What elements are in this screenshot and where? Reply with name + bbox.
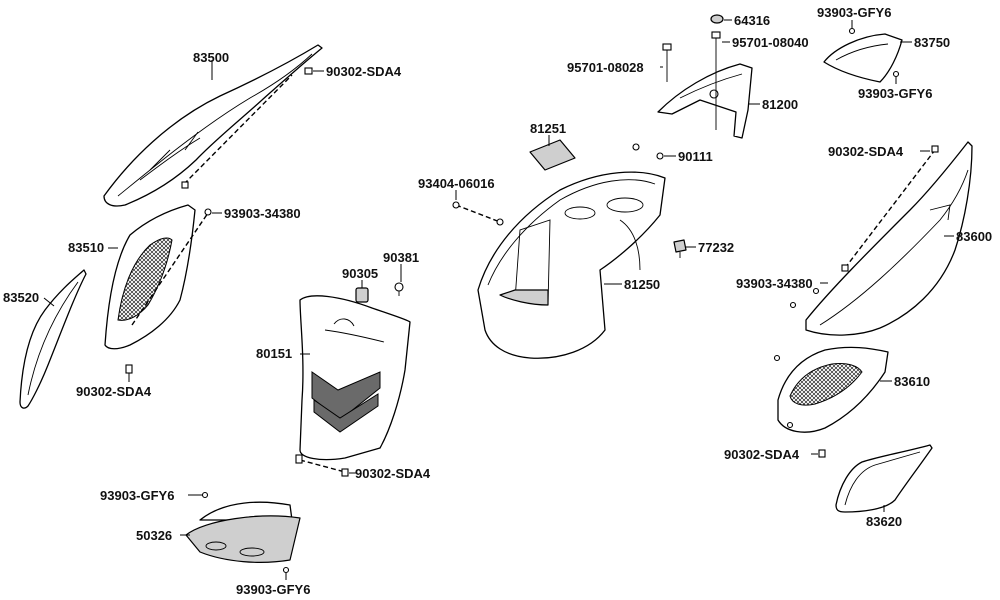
clip-90302-right-top [931,145,939,153]
label-81200: 81200 [762,97,798,112]
part-80151-inner-cover [299,295,411,461]
part-83620-side-piece [835,444,933,513]
screw-93903-34380-b2 [789,301,797,309]
label-93903-gfy6-a: 93903-GFY6 [100,488,174,503]
label-83520: 83520 [3,290,39,305]
label-90302-sda4-a: 90302-SDA4 [326,64,402,79]
label-83750: 83750 [914,35,950,50]
label-64316: 64316 [734,13,770,28]
label-83500: 83500 [193,50,229,65]
fastener-line-83510 [131,212,209,326]
part-83520-side-strip [19,269,87,409]
label-81251: 81251 [530,121,566,136]
screw-93903-gfy6-a [201,491,209,499]
clip-90302-right-bottom [818,449,826,458]
bolt-93404-06016 [452,201,460,209]
screw-93903-gfy6-b [282,566,290,574]
screw-93903-gfy6-c [848,27,856,35]
label-90305: 90305 [342,266,378,281]
label-90302-sda4-c: 90302-SDA4 [355,466,431,481]
label-93903-34380-b: 93903-34380 [736,276,813,291]
screw-83610-a [773,354,781,362]
bolt-95701-08040 [711,31,721,130]
label-90302-sda4-b: 90302-SDA4 [76,384,152,399]
clip-90302-lower-left [125,364,133,374]
clip-90302-top [304,67,313,75]
label-80151: 80151 [256,346,292,361]
label-83610: 83610 [894,374,930,389]
label-93903-gfy6-d: 93903-GFY6 [858,86,932,101]
label-77232: 77232 [698,240,734,255]
part-77232-lock [673,239,687,258]
part-83510-side-panel [104,204,196,350]
part-50326-lower-panel [185,501,301,563]
part-81251-lid [529,139,576,171]
screw-90111 [656,152,664,160]
label-93903-gfy6-b: 93903-GFY6 [236,582,310,597]
label-95701-08028: 95701-08028 [567,60,644,75]
fastener-line-83600 [844,149,936,269]
label-95701-08040: 95701-08040 [732,35,809,50]
screw-90111-b [632,143,640,151]
part-81250-helmet-box [477,171,666,359]
bolt-93404-06016-end [496,218,504,226]
clip-90302-right-low [841,264,849,272]
clip-90302-front-b [341,468,349,477]
label-81250: 81250 [624,277,660,292]
label-90111: 90111 [678,149,713,164]
fastener-line-80151 [299,459,346,473]
bolt-95701-08028 [662,43,672,82]
part-90305-clip [355,287,369,303]
clip-90302-front [295,454,303,464]
screw-83610-b [786,421,794,429]
clip-90302-upper [181,181,189,189]
part-64316-cap [710,14,724,24]
part-83500-side-cover [103,44,323,207]
label-83620: 83620 [866,514,902,529]
part-83600-side-cover [805,141,973,336]
part-81200-rear-carrier [657,63,753,139]
label-93404: 93404-06016 [418,176,495,191]
label-83510: 83510 [68,240,104,255]
label-90381: 90381 [383,250,419,265]
label-90302-sda4-d: 90302-SDA4 [828,144,904,159]
fastener-line-93404 [455,204,501,223]
label-93903-gfy6-c: 93903-GFY6 [817,5,891,20]
label-93903-34380-a: 93903-34380 [224,206,301,221]
screw-93903-34380-a [204,208,212,216]
screw-93903-gfy6-d [892,70,900,78]
part-83610-mesh-panel [777,346,889,433]
screw-93903-34380-b [812,287,820,295]
label-50326: 50326 [136,528,172,543]
label-90302-sda4-e: 90302-SDA4 [724,447,800,462]
label-83600: 83600 [956,229,992,244]
part-90381-bolt [394,282,404,296]
part-83750-grip-cap [823,33,903,83]
fastener-line-83500 [183,74,293,185]
